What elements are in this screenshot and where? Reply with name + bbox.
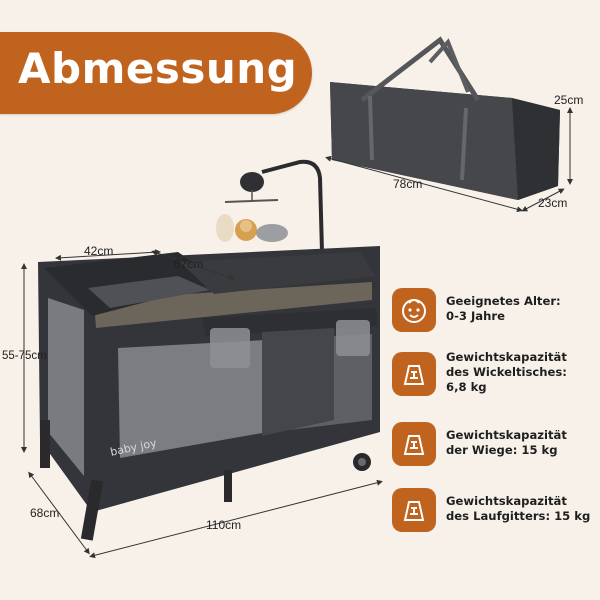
feature-playard-line-1: Gewichtskapazität	[446, 494, 567, 508]
feature-playard-capacity: Gewichtskapazität des Laufgitters: 15 kg	[388, 482, 600, 540]
scale-icon	[392, 422, 436, 466]
toy-mobile	[216, 159, 324, 253]
feature-bassinet-capacity: Gewichtskapazität der Wiege: 15 kg	[388, 416, 600, 474]
feature-playard-line-2: des Laufgitters: 15 kg	[446, 509, 591, 523]
depth-label: 68cm	[30, 506, 60, 520]
feature-changer-line-2: des Wickeltisches:	[446, 365, 567, 379]
changer-width-label: 67cm	[174, 257, 204, 271]
scale-icon	[392, 488, 436, 532]
baby-face-icon	[392, 288, 436, 332]
top-width-label: 42cm	[84, 244, 114, 258]
height-label: 55-75cm	[2, 350, 47, 362]
feature-changer-capacity: Gewichtskapazität des Wickeltisches: 6,8…	[388, 346, 600, 404]
feature-changer-line-1: Gewichtskapazität	[446, 350, 567, 364]
bag-height-label: 25cm	[554, 93, 584, 107]
scale-icon	[392, 352, 436, 396]
feature-changer-line-3: 6,8 kg	[446, 380, 487, 394]
feature-age-line-2: 0-3 Jahre	[446, 309, 505, 323]
bag-length-label: 78cm	[393, 177, 423, 191]
feature-bassinet-line-1: Gewichtskapazität	[446, 428, 567, 442]
feature-bassinet-line-2: der Wiege: 15 kg	[446, 443, 558, 457]
bag-depth-label: 23cm	[538, 196, 568, 210]
page-title: Abmessung	[18, 44, 298, 93]
title-banner: Abmessung	[0, 32, 312, 114]
travel-cot	[38, 246, 380, 541]
length-label: 110cm	[206, 518, 242, 532]
feature-age-line-1: Geeignetes Alter:	[446, 294, 561, 308]
feature-age: Geeignetes Alter: 0-3 Jahre	[388, 282, 600, 340]
carry-bag	[330, 36, 560, 200]
